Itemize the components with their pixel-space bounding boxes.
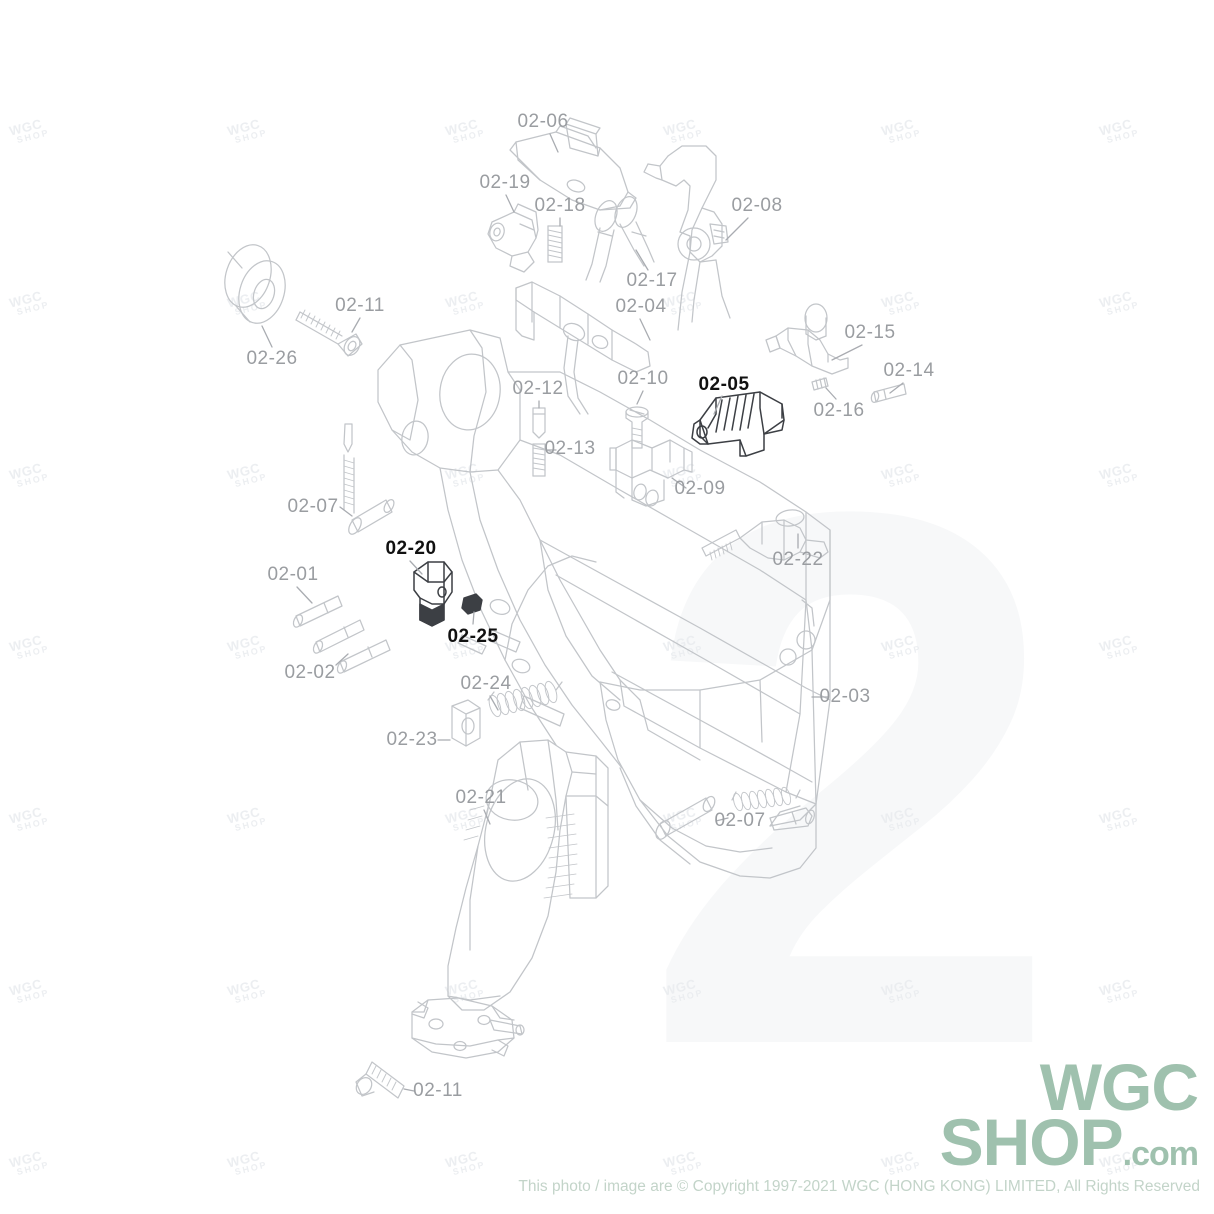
logo-line-2: SHOP.com xyxy=(939,1105,1199,1180)
part-02-21 xyxy=(447,739,609,1011)
callout-label-02-18: 02-18 xyxy=(534,195,586,216)
part-02-25 xyxy=(461,593,483,615)
callout-label-02-05: 02-05 xyxy=(698,374,750,395)
callout-label-02-10: 02-10 xyxy=(617,368,669,389)
part-02-12 xyxy=(532,407,546,439)
copyright-notice: This photo / image are © Copyright 1997-… xyxy=(518,1178,1200,1195)
callout-label-02-11a: 02-11 xyxy=(335,295,385,316)
callout-label-02-16: 02-16 xyxy=(813,400,865,421)
callout-label-02-25: 02-25 xyxy=(447,626,499,647)
callout-label-02-04: 02-04 xyxy=(615,296,667,317)
part-02-24 xyxy=(487,680,563,718)
callout-label-02-23: 02-23 xyxy=(386,729,438,750)
callout-label-02-22: 02-22 xyxy=(772,549,824,570)
part-02-11-bottom xyxy=(355,1061,405,1099)
part-02-07-pin-left xyxy=(348,498,395,535)
callout-label-02-03: 02-03 xyxy=(819,686,871,707)
callout-label-02-20: 02-20 xyxy=(385,538,437,559)
wgc-shop-logo: WGC SHOP.com xyxy=(939,1050,1199,1180)
part-02-18 xyxy=(547,225,563,263)
part-02-11-top xyxy=(295,309,363,357)
part-02-26 xyxy=(224,244,286,324)
callout-label-02-09: 02-09 xyxy=(674,478,726,499)
part-02-16 xyxy=(811,377,829,391)
callout-label-02-07b: 02-07 xyxy=(714,810,766,831)
callout-label-02-21: 02-21 xyxy=(455,787,507,808)
part-02-22 xyxy=(701,509,829,561)
logo-domain: .com xyxy=(1122,1135,1199,1174)
part-02-04 xyxy=(515,281,651,415)
callout-label-02-26: 02-26 xyxy=(246,348,298,369)
callout-label-02-02: 02-02 xyxy=(284,662,336,683)
part-02-02 xyxy=(312,619,391,674)
part-02-06 xyxy=(509,117,637,211)
callout-label-02-11b: 02-11 xyxy=(413,1080,463,1101)
background-number-watermark: 2 xyxy=(640,355,1063,1204)
part-02-07-left xyxy=(343,423,355,514)
callout-label-02-01: 02-01 xyxy=(267,564,319,585)
part-02-09 xyxy=(609,439,693,507)
part-02-19 xyxy=(487,203,539,273)
part-02-05 xyxy=(691,391,785,457)
callout-label-02-17: 02-17 xyxy=(626,270,678,291)
leader-lines xyxy=(261,133,904,1092)
part-02-01 xyxy=(292,595,343,628)
callout-label-02-07a: 02-07 xyxy=(287,496,339,517)
lower-receiver-body xyxy=(377,329,831,879)
callout-label-02-13: 02-13 xyxy=(544,438,596,459)
logo-line-1: WGC xyxy=(1039,1050,1199,1124)
part-02-10 xyxy=(625,406,649,449)
callout-label-02-12: 02-12 xyxy=(512,378,564,399)
callout-label-02-14: 02-14 xyxy=(883,360,935,381)
callout-label-02-06: 02-06 xyxy=(517,111,569,132)
callout-label-02-19: 02-19 xyxy=(479,172,531,193)
part-02-13 xyxy=(532,443,546,477)
part-02-17 xyxy=(585,196,655,283)
part-02-14 xyxy=(870,383,907,404)
callout-label-02-24: 02-24 xyxy=(460,673,512,694)
callout-label-02-15: 02-15 xyxy=(844,322,896,343)
callout-label-02-08: 02-08 xyxy=(731,195,783,216)
part-02-07-bottom xyxy=(655,786,816,840)
part-02-08 xyxy=(643,145,731,331)
part-02-15 xyxy=(765,303,849,375)
part-02-23 xyxy=(451,699,481,747)
grip-base-plate xyxy=(411,997,525,1059)
